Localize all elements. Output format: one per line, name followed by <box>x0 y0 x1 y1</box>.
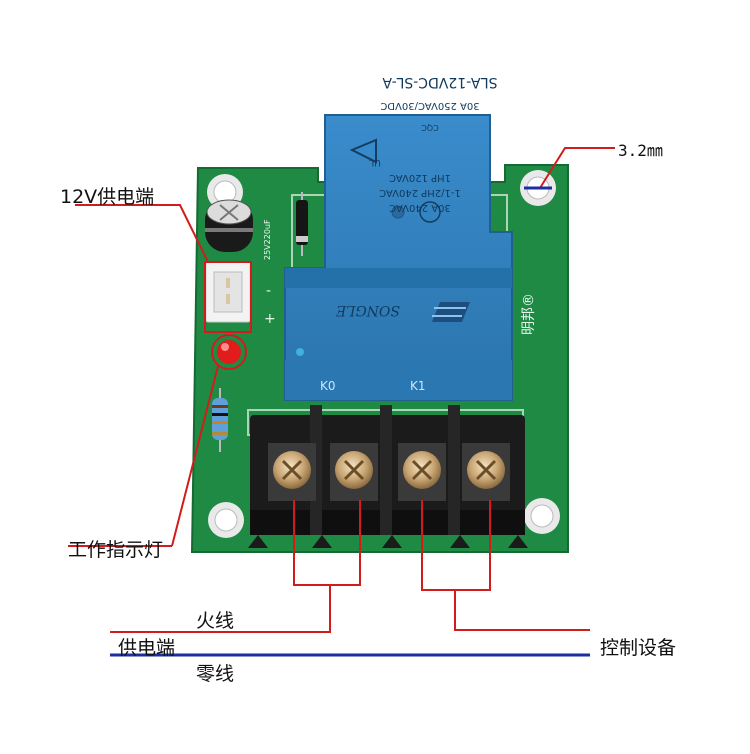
relay-model: SLA-12VDC-SL-A <box>382 74 498 90</box>
terminal-block <box>248 405 528 548</box>
label-live-wire: 火线 <box>196 610 235 632</box>
label-neutral-wire: 零线 <box>196 663 235 685</box>
relay-rating-2: 1-1/2HP 240VAC <box>379 187 461 198</box>
minus-marking: - <box>266 283 271 299</box>
relay-rating-3: 1HP 120VAC <box>389 172 451 183</box>
capacitor-icon <box>205 199 253 252</box>
mounting-hole <box>208 502 244 538</box>
mounting-hole <box>524 498 560 534</box>
diode-icon <box>296 192 308 256</box>
screw-icon <box>462 443 510 501</box>
screw-icon <box>268 443 316 501</box>
terminal-label-k0: K0 <box>320 379 336 393</box>
label-supply: 供电端 <box>118 637 176 659</box>
label-12v-supply: 12V供电端 <box>60 186 155 208</box>
power-connector <box>205 261 251 323</box>
resistor-icon <box>212 388 228 452</box>
label-indicator-led: 工作指示灯 <box>68 539 164 561</box>
relay-rating-4: 30A 250VAC/30VDC <box>380 100 479 111</box>
label-control-device: 控制设备 <box>600 637 677 659</box>
relay <box>284 114 513 401</box>
label-hole-size: 3.2㎜ <box>618 141 663 160</box>
relay-rating-1: 30A 240VAC <box>389 202 451 213</box>
annotation-lines <box>68 147 615 657</box>
relay-ul-mark: UL <box>369 157 381 167</box>
led-icon <box>217 340 241 364</box>
capacitor-marking: 25V220uF <box>263 219 272 260</box>
relay-brand: SONGLE <box>336 302 400 318</box>
screw-icon <box>398 443 446 501</box>
plus-marking: + <box>264 311 276 327</box>
maker-marking: 明邦® <box>521 293 537 335</box>
terminal-label-k1: K1 <box>410 379 426 393</box>
relay-cqc-mark: CQC <box>421 123 439 132</box>
screw-icon <box>330 443 378 501</box>
